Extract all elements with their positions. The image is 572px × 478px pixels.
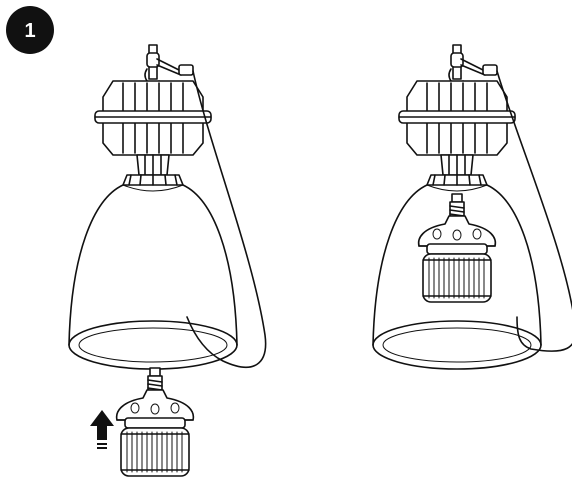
step-badge: 1	[6, 6, 54, 54]
up-arrow-icon	[90, 410, 114, 449]
fixture-without-lamp	[69, 45, 266, 369]
fixture-with-lamp-installed	[373, 45, 572, 369]
led-lamp	[117, 368, 194, 476]
step-number: 1	[24, 20, 35, 42]
